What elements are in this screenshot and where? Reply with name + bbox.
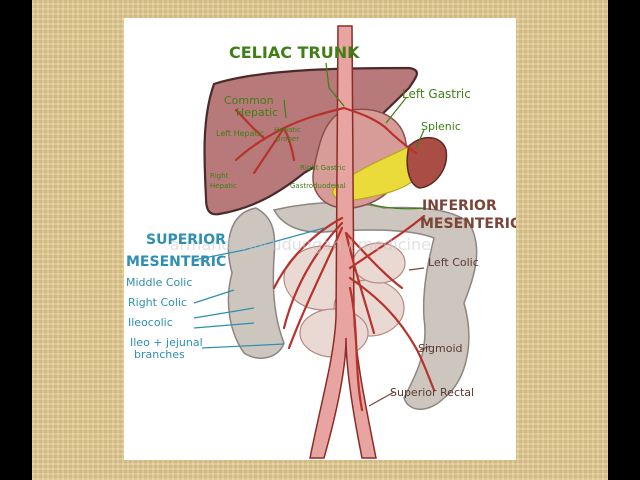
label-right-colic: Right Colic — [128, 296, 187, 309]
label-right-hepatic: Right — [210, 172, 229, 180]
label-common-hepatic: Common — [224, 94, 274, 107]
label-middle-colic: Middle Colic — [126, 276, 192, 289]
label-ileocolic: Ileocolic — [128, 316, 173, 329]
label-inferior-mesenteric-2: MESENTERIC — [420, 216, 516, 232]
label-celiac-trunk: CELIAC TRUNK — [229, 43, 360, 62]
label-left-hepatic: Left Hepatic — [216, 129, 264, 138]
label-right-gastric: Right Gastric — [300, 164, 346, 172]
artery-branches — [234, 106, 436, 412]
label-sigmoid: Sigmoid — [418, 342, 463, 355]
label-common-hepatic-2: Hepatic — [236, 106, 278, 119]
label-hepatic-proper: Hepatic — [274, 126, 301, 134]
label-inferior-mesenteric: INFERIOR — [422, 198, 497, 214]
label-gastroduodenal: Gastroduodenal — [290, 182, 346, 190]
aorta — [309, 25, 377, 459]
leader-lines — [193, 62, 431, 407]
watermark: armandoHasudungan / medicine.com — [170, 235, 471, 254]
label-right-hepatic-2: Hepatic — [210, 182, 237, 190]
label-left-colic: Left Colic — [428, 256, 479, 269]
label-superior-mesenteric: SUPERIOR — [146, 232, 226, 248]
label-ileo-jejunal: Ileo + jejunal — [130, 336, 203, 349]
abdominal-arteries-diagram: armandoHasudungan / medicine.com CELIAC … — [126, 25, 516, 459]
label-hepatic-proper-2: proper — [276, 135, 299, 143]
diagram-panel: armandoHasudungan / medicine.com CELIAC … — [124, 18, 516, 460]
spleen — [406, 137, 448, 189]
label-ileo-jejunal-2: branches — [134, 348, 185, 361]
label-left-gastric: Left Gastric — [402, 87, 471, 101]
label-splenic: Splenic — [421, 120, 461, 133]
label-superior-mesenteric-2: MESENTERIC — [126, 254, 226, 270]
label-superior-rectal: Superior Rectal — [390, 386, 474, 399]
